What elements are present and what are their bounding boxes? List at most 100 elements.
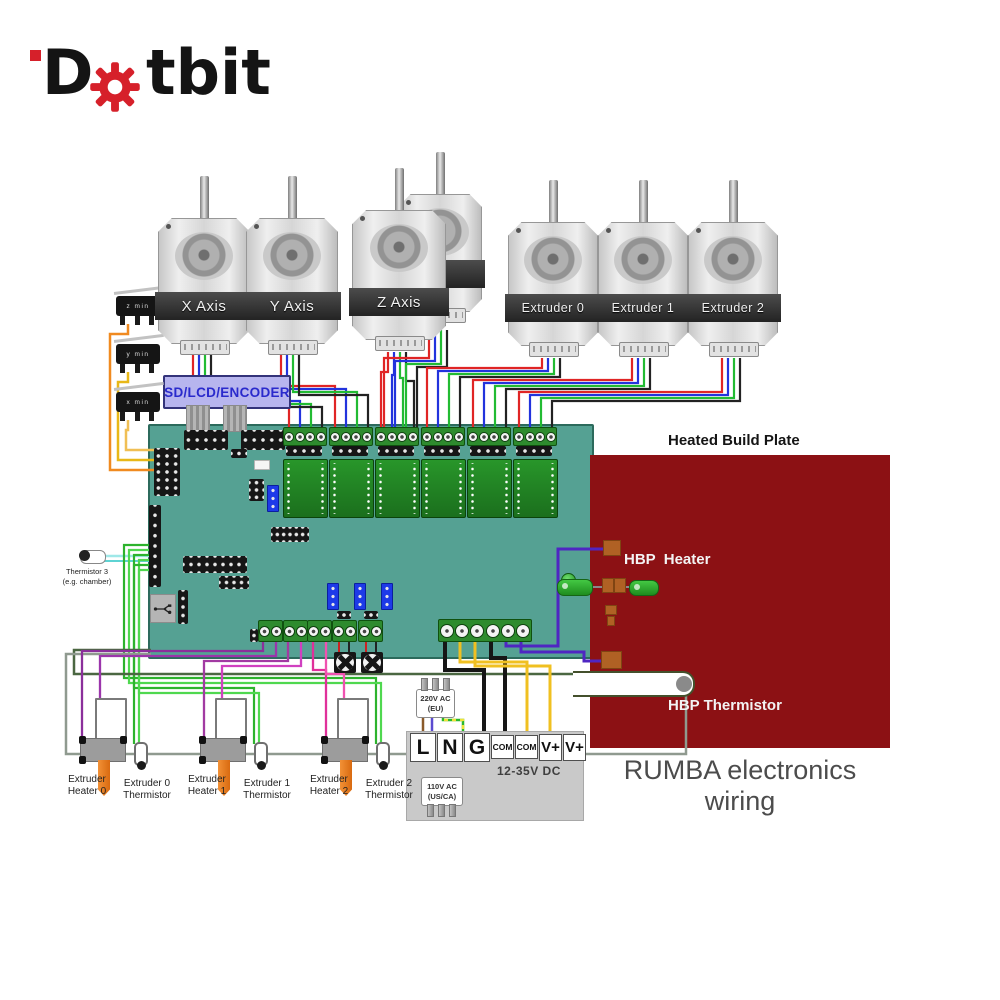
stepper-motor-extruder-1: Extruder 1 (595, 180, 691, 357)
pin-header (231, 449, 247, 458)
heater-label-line1: Extruder (188, 774, 226, 785)
diagram-caption: RUMBA electronics wiring (623, 755, 857, 816)
sd-lcd-encoder-label: SD/LCD/ENCODER (164, 384, 290, 400)
pin-header (184, 430, 228, 450)
pin-header (470, 446, 506, 456)
heater-terminal-block (332, 620, 357, 642)
stepper-driver-module (375, 459, 420, 518)
stepper-driver-module (283, 459, 328, 518)
brand-letters-tbit: tbit (146, 36, 271, 109)
wire-cap (321, 736, 328, 744)
terminal-circle (376, 431, 387, 442)
stepper-driver-module (329, 459, 374, 518)
motor-face (704, 236, 762, 284)
thermistor3-probe (79, 550, 106, 564)
terminal-circle (319, 625, 331, 637)
pin-header (332, 446, 368, 456)
wire-cap (362, 736, 369, 744)
terminal-circle (524, 431, 535, 442)
terminal-circle (351, 431, 362, 442)
us-plug-line1: 110V AC (427, 781, 457, 791)
terminal-circle (514, 431, 525, 442)
brand-dot (30, 50, 41, 61)
motor-screw (696, 228, 701, 233)
terminal-circle (340, 431, 351, 442)
stepper-terminal-block (513, 427, 557, 446)
pin-header (271, 527, 309, 542)
nozzle (218, 760, 230, 796)
thermistor3-line1: Thermistor 3 (65, 567, 109, 576)
pin-header (219, 576, 249, 589)
heater-label-line2: Heater 2 (309, 786, 349, 797)
power-terminal-vplus: V+ (539, 734, 562, 761)
terminal-circle (344, 625, 356, 637)
motor-label: Z Axis (377, 293, 421, 311)
thermistor3-line2: (e.g. chamber) (62, 577, 112, 587)
power-terminal-com: COM (491, 735, 514, 759)
eu-plug: 220V AC (EU) (416, 678, 455, 718)
stepper-motor-z-axis: Z Axis (349, 168, 449, 351)
power-terminal-vplus: V+ (563, 734, 586, 761)
endstop-label: z min (126, 302, 150, 310)
pin-header (249, 479, 264, 501)
hbp-solder-pad (603, 540, 621, 556)
jumper-block (381, 583, 393, 610)
switch-leg (149, 364, 154, 373)
terminal-label: L (416, 735, 430, 759)
switch-leg (135, 412, 140, 421)
fan-icon (361, 652, 383, 673)
motor-shaft (638, 180, 648, 238)
terminal-circle (386, 431, 397, 442)
heater-terminal-block (258, 620, 283, 642)
terminal-circle (485, 623, 500, 638)
motor-shaft (199, 176, 209, 234)
hbp-heater-label: HBP Heater (624, 551, 711, 568)
stepper-driver-module (513, 459, 558, 518)
power-terminal-l: L (410, 733, 436, 762)
stepper-terminal-block (467, 427, 511, 446)
motor-face (524, 236, 582, 284)
eu-plug-line1: 220V AC (420, 693, 451, 703)
terminal-circle (489, 431, 500, 442)
us-plug-line2: (US/CA) (427, 791, 457, 801)
stepper-terminal-block (375, 427, 419, 446)
thermistor-label-line2: Thermistor (365, 790, 413, 801)
switch-leg (120, 316, 125, 325)
motor-connector (180, 340, 230, 355)
pin-header (183, 556, 247, 573)
heater-label-line1: Extruder (68, 774, 106, 785)
thermistor-label-line1: Extruder 2 (365, 778, 413, 789)
terminal-circle (259, 625, 271, 637)
switch-leg (135, 364, 140, 373)
terminal-circle (315, 431, 326, 442)
terminal-circle (470, 623, 485, 638)
hbp-thermistor-probe (573, 671, 695, 697)
hbp-solder-pad (605, 605, 617, 615)
terminal-circle (499, 431, 510, 442)
terminal-circle (440, 623, 455, 638)
wire-cap (199, 736, 206, 744)
heater-block (79, 736, 127, 764)
switch-leg (149, 316, 154, 325)
jumper-block (354, 583, 366, 610)
heater-block (199, 736, 247, 764)
plug-prong (449, 804, 456, 817)
stepper-driver-module (467, 459, 512, 518)
plug-prong (427, 804, 434, 817)
hbp-title: Heated Build Plate (668, 432, 800, 449)
terminal-circle (295, 625, 307, 637)
thermistor-label-line2: Thermistor (243, 790, 291, 801)
motor-band: Y Axis (243, 292, 341, 320)
motor-screw (606, 228, 611, 233)
terminal-circle (545, 431, 556, 442)
extruder-thermistor-probe (376, 742, 390, 770)
motor-shaft (728, 180, 738, 238)
thermistor3-label: Thermistor 3 (e.g. chamber) (48, 567, 126, 587)
terminal-circle (468, 431, 479, 442)
wire-cap (240, 736, 247, 744)
